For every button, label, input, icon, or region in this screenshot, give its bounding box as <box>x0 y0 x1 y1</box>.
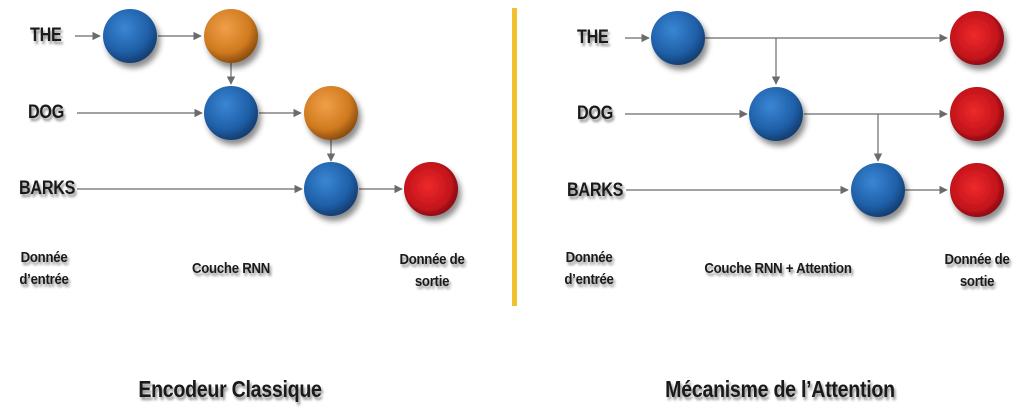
right-word-barks: BARKS <box>567 180 624 201</box>
left-hidden-node-dog <box>304 86 358 140</box>
left-encoder-node-barks <box>304 162 358 216</box>
left-hidden-node-the <box>204 9 258 63</box>
right-arrows <box>625 33 948 195</box>
right-layer-header: Couche RNN + Attention <box>704 260 852 277</box>
left-input-header: Donnée d’entrée <box>19 249 69 288</box>
left-word-barks: BARKS <box>19 178 76 199</box>
right-encoder-node-dog <box>749 87 803 141</box>
right-output-node-barks <box>950 163 1004 217</box>
left-layer-header: Couche RNN <box>191 260 271 277</box>
right-output-header: Donnée de sortie <box>944 251 1010 290</box>
left-output-header: Donnée de sortie <box>399 251 465 290</box>
left-encoder-node-dog <box>204 86 258 140</box>
panel-divider <box>512 8 517 306</box>
right-input-header: Donnée d’entrée <box>564 249 614 288</box>
left-word-the: THE <box>30 25 62 46</box>
right-word-dog: DOG <box>577 103 614 124</box>
left-output-node <box>404 162 458 216</box>
right-output-node-dog <box>950 87 1004 141</box>
left-encoder-node-the <box>103 9 157 63</box>
left-title: Encodeur Classique <box>138 376 322 402</box>
right-output-node-the <box>950 11 1004 65</box>
right-word-the: THE <box>577 27 609 48</box>
right-encoder-node-barks <box>851 163 905 217</box>
right-encoder-node-the <box>651 11 705 65</box>
left-word-dog: DOG <box>28 102 65 123</box>
left-arrows <box>75 31 403 194</box>
right-title: Mécanisme de l’Attention <box>665 376 895 402</box>
